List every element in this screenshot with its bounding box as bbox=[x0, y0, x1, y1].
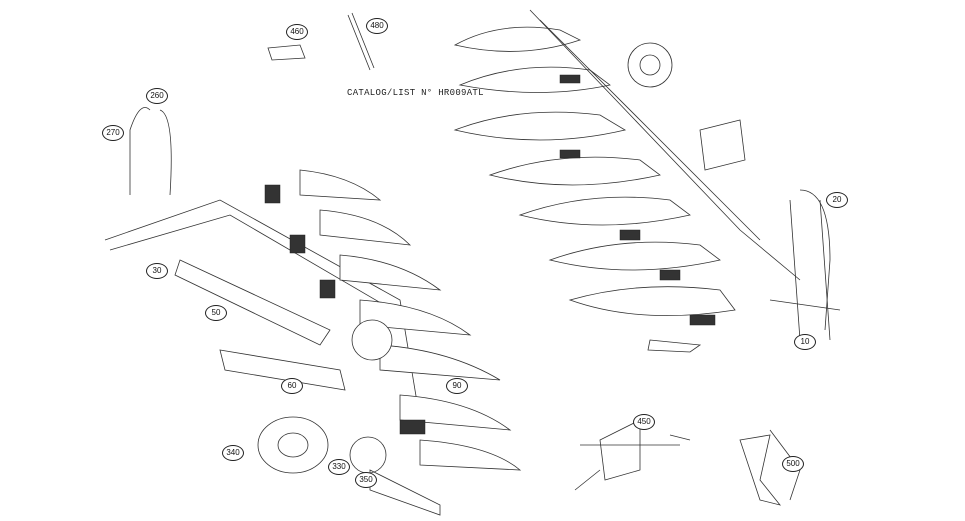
callout-260: 260 bbox=[146, 88, 168, 104]
callout-270: 270 bbox=[102, 125, 124, 141]
catalog-label: CATALOG/LIST N° HR009ATL bbox=[347, 88, 484, 98]
callout-50: 50 bbox=[205, 305, 227, 321]
callout-330: 330 bbox=[328, 459, 350, 475]
callout-450: 450 bbox=[633, 414, 655, 430]
callout-350: 350 bbox=[355, 472, 377, 488]
callout-480: 480 bbox=[366, 18, 388, 34]
callout-500: 500 bbox=[782, 456, 804, 472]
callout-340: 340 bbox=[222, 445, 244, 461]
callout-90: 90 bbox=[446, 378, 468, 394]
callout-20: 20 bbox=[826, 192, 848, 208]
right-plough-assembly bbox=[453, 9, 841, 353]
callout-30: 30 bbox=[146, 263, 168, 279]
callout-460: 460 bbox=[286, 24, 308, 40]
callout-60: 60 bbox=[281, 378, 303, 394]
callout-10: 10 bbox=[794, 334, 816, 350]
left-plough-assembly bbox=[104, 107, 522, 516]
